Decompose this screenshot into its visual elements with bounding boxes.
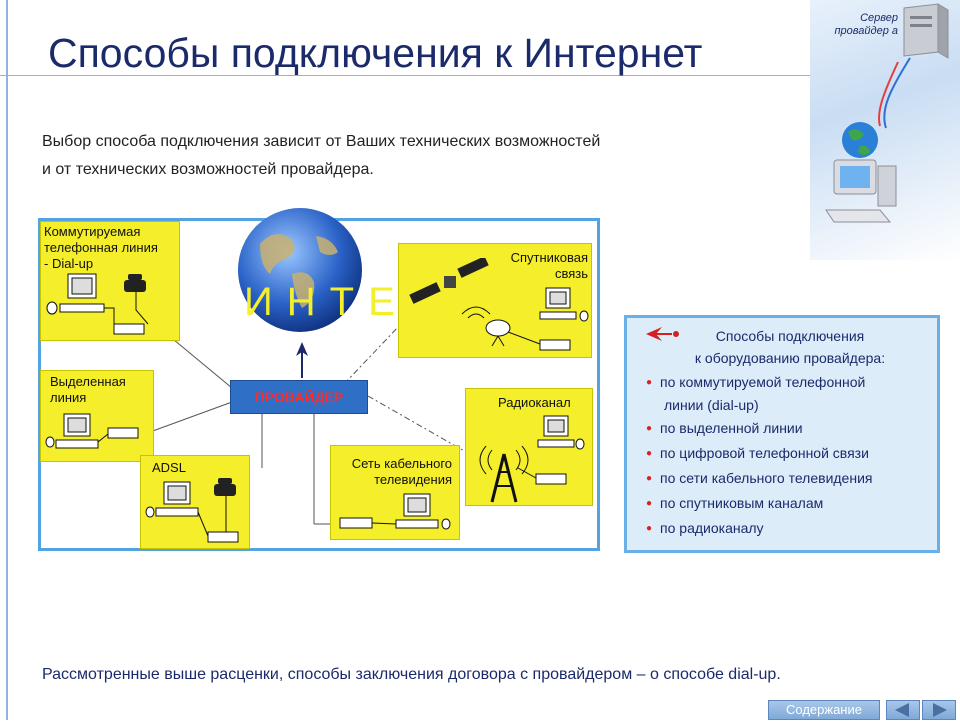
cable-equipment [339,493,451,530]
leased-label-line-1: Выделенная [50,374,126,389]
globe-continent-3 [316,236,338,255]
methods-heading-line-2: к оборудованию провайдера: [694,350,886,366]
connection-leased [149,401,233,433]
satellite-dish-icon [461,306,511,347]
globe-continent-1 [260,234,295,274]
radio-computer-icon [537,415,585,450]
dialup-label: Коммутируемая телефонная линия - Dial-up [44,224,158,272]
dialup-computer-icon [46,273,105,315]
method-text: по сети кабельного телевидения [660,470,873,486]
bullet-icon: ● [646,377,653,388]
cable-computer-icon [395,493,451,530]
leased-modem-icon [107,427,139,439]
method-item-radio: ● по радиоканалу [646,518,764,541]
prev-slide-button[interactable] [886,700,920,720]
method-item-leased: ● по выделенной линии [646,418,803,441]
subtitle-line-1: Выбор способа подключения зависит от Ваш… [42,133,601,150]
bullet-icon: ● [646,448,653,459]
satellite-label-line-2: связь [554,266,588,281]
server-label: Сервер провайдер а [834,12,898,37]
bullet-icon: ● [646,423,653,434]
leased-equipment [45,413,139,449]
connection-satellite [343,303,421,385]
dialup-modem-icon [113,323,145,335]
methods-heading: Способы подключения к оборудованию прова… [680,325,900,369]
satellite-equipment [409,258,589,351]
next-slide-button[interactable] [922,700,956,720]
methods-heading-line-1: Способы подключения [715,328,865,344]
adsl-label: ADSL [152,460,186,475]
methods-panel [624,315,940,553]
radio-label: Радиоканал [498,395,571,410]
radio-equipment [479,415,585,503]
cable-modem-icon [339,517,373,529]
back-arrow-icon [646,327,679,341]
satellite-label: Спутниковая связь [480,250,588,282]
cable-label-line-1: Сеть кабельного [351,456,452,471]
arrow-right-icon [933,703,947,717]
adsl-computer-icon [145,481,199,518]
method-text-continued: линии (dial-up) [664,397,759,413]
radio-tower-icon [479,445,529,503]
method-item-cable-tv: ● по сети кабельного телевидения [646,468,872,491]
method-text: по коммутируемой телефонной [660,374,866,390]
satellite-label-line-1: Спутниковая [510,250,588,265]
method-text: по выделенной линии [660,420,803,436]
satellite-modem-icon [539,339,571,351]
slide-subtitle: Выбор способа подключения зависит от Ваш… [42,128,600,184]
dialup-box [40,221,180,341]
method-item-satellite: ● по спутниковым каналам [646,493,823,516]
adsl-phone-icon [214,478,236,496]
adsl-modem-icon [207,531,239,543]
arrow-left-icon [895,703,909,717]
globe-continent-2 [292,272,315,308]
leased-line-label: Выделенная линия [50,374,126,406]
subtitle-line-2: и от технических возможностей провайдера… [42,161,374,178]
cable-tv-label: Сеть кабельного телевидения [334,456,452,488]
satellite-computer-icon [539,287,589,322]
satellite-icon [409,258,489,304]
globe-small-icon [842,122,878,158]
title-underline [0,75,820,76]
server-tower-icon [903,3,949,59]
method-item-digital-phone: ● по цифровой телефонной связи [646,443,869,466]
radio-modem-icon [535,473,567,485]
bottom-note: Рассмотренные выше расценки, способы зак… [42,666,781,683]
link-arrow-up [878,61,899,127]
provider-up-arrow [296,342,308,378]
leased-label-line-2: линия [50,390,87,405]
internet-globe [238,208,362,332]
method-text: по радиоканалу [660,520,764,536]
link-arrow-down [883,57,911,129]
internet-label: ИНТЕ [244,280,409,324]
method-text: по цифровой телефонной связи [660,445,869,461]
dialup-label-line-2: телефонная линия [44,240,158,255]
connection-radio [367,395,467,453]
slide-title: Способы подключения к Интернет [48,30,703,76]
dialup-label-line-3: - Dial-up [44,256,94,271]
dialup-label-line-1: Коммутируемая [44,224,141,239]
desktop-computer-icon [825,159,897,223]
bullet-icon: ● [646,473,653,484]
method-text: по спутниковым каналам [660,495,824,511]
adsl-equipment [145,478,239,543]
cable-label-line-2: телевидения [374,472,452,487]
bullet-icon: ● [646,523,653,534]
dialup-phone-icon [124,274,146,292]
left-rule [6,0,8,720]
toc-button[interactable]: Содержание [768,700,880,720]
server-illustration [825,3,949,223]
provider-box: ПРОВАЙДЕР [230,380,368,414]
method-item-dialup: ● по коммутируемой телефонной линии (dial… [646,372,865,415]
bullet-icon: ● [646,498,653,509]
leased-computer-icon [45,413,99,449]
dialup-equipment [46,273,149,335]
